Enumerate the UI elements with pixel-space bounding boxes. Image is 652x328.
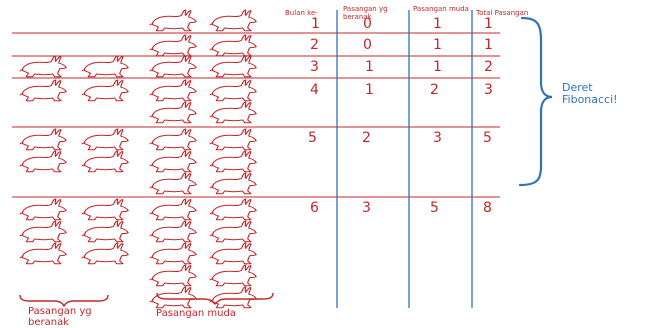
rabbit-icon (20, 56, 66, 77)
breeding-value: 0 (363, 37, 372, 53)
young-value: 1 (433, 37, 442, 53)
rabbit-icon (20, 199, 66, 220)
total-value: 3 (484, 82, 493, 98)
column-rules (337, 10, 472, 308)
rabbit-icon (210, 221, 256, 242)
total-value: 2 (484, 59, 493, 75)
rabbit-icon (210, 102, 256, 123)
rabbit-icon (82, 56, 128, 77)
rabbit-icon (20, 243, 66, 264)
rabbit-icon (150, 199, 196, 220)
fibonacci-brace (520, 18, 552, 185)
total-value: 5 (483, 130, 492, 146)
rabbit-icon (210, 56, 256, 77)
month-value: 2 (310, 37, 319, 53)
header-young-pairs: Pasangan muda (413, 5, 469, 13)
month-value: 4 (310, 82, 319, 98)
rabbit-icon (150, 243, 196, 264)
rabbit-icon (210, 265, 256, 286)
rabbit-groups (20, 10, 256, 308)
month-value: 3 (310, 59, 319, 75)
rabbit-icon (150, 265, 196, 286)
breeding-value: 3 (362, 200, 371, 216)
month-value: 1 (311, 16, 320, 32)
rabbit-icon (150, 129, 196, 150)
young-value: 1 (433, 59, 442, 75)
rabbit-icon (150, 173, 196, 194)
rabbit-icon (150, 221, 196, 242)
young-caption: Pasangan muda (156, 308, 286, 319)
rabbit-icon (20, 221, 66, 242)
total-value: 8 (483, 200, 492, 216)
young-value: 3 (433, 130, 442, 146)
month-value: 6 (310, 200, 319, 216)
rabbit-icon (150, 287, 196, 308)
breeding-value: 1 (365, 59, 374, 75)
rabbit-icon (82, 199, 128, 220)
rabbit-icon (150, 102, 196, 123)
breeding-value: 2 (362, 130, 371, 146)
rabbit-icon (210, 10, 256, 31)
rabbit-icon (20, 129, 66, 150)
rabbit-icon (210, 243, 256, 264)
rabbit-icon (210, 173, 256, 194)
total-value: 1 (484, 16, 493, 32)
breeding-caption-underline (20, 295, 108, 306)
total-value: 1 (484, 37, 493, 53)
rabbit-icon (82, 151, 128, 172)
rabbit-icon (82, 129, 128, 150)
rabbit-icon (150, 151, 196, 172)
rabbit-icon (150, 80, 196, 101)
breeding-caption: Pasangan yg beranak (28, 306, 123, 328)
fibonacci-label: Deret Fibonacci! (562, 82, 642, 106)
young-value: 5 (430, 200, 439, 216)
rabbit-icon (210, 129, 256, 150)
breeding-value: 1 (365, 82, 374, 98)
breeding-value: 0 (363, 16, 372, 32)
rabbit-icon (210, 287, 256, 308)
header-breeding-pairs: Pasangan yg beranak (343, 5, 405, 21)
row-separators (12, 33, 500, 197)
young-value: 1 (433, 16, 442, 32)
rabbit-icon (210, 199, 256, 220)
rabbit-icon (82, 243, 128, 264)
rabbit-icon (210, 80, 256, 101)
rabbit-icon (210, 35, 256, 56)
rabbit-icon (150, 56, 196, 77)
rabbit-icon (150, 10, 196, 31)
rabbit-icon (20, 80, 66, 101)
rabbit-icon (82, 80, 128, 101)
young-value: 2 (430, 82, 439, 98)
header-month: Bulan ke- (285, 9, 335, 17)
rabbit-icon (82, 221, 128, 242)
rabbit-icon (20, 151, 66, 172)
rabbit-icon (210, 151, 256, 172)
rabbit-icon (150, 35, 196, 56)
month-value: 5 (308, 130, 317, 146)
